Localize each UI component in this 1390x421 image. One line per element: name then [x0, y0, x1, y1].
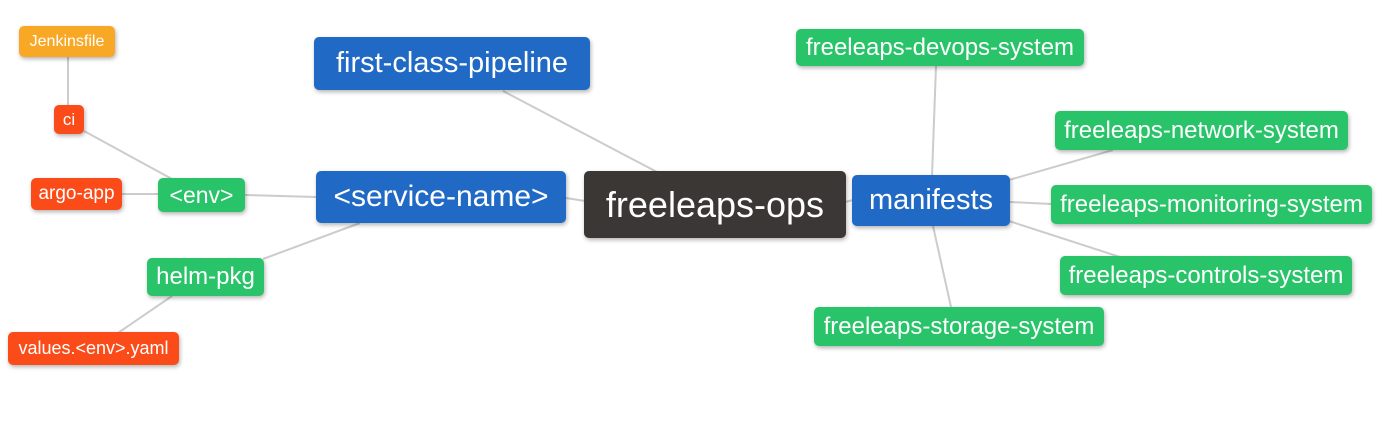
edge-first-class-pipeline-to-freeleaps-ops	[502, 90, 658, 173]
node-freeleaps-ops[interactable]: freeleaps-ops	[584, 171, 846, 238]
edge-manifests-to-controls-system	[1008, 220, 1121, 258]
node-first-class-pipeline[interactable]: first-class-pipeline	[314, 37, 590, 90]
edge-ci-to-env	[83, 130, 173, 180]
edge-env-to-service-name	[244, 194, 317, 198]
node-controls-system[interactable]: freeleaps-controls-system	[1060, 256, 1352, 295]
node-argo-app[interactable]: argo-app	[31, 178, 122, 210]
edge-manifests-to-monitoring-system	[1009, 201, 1052, 205]
edge-manifests-to-devops-system	[931, 65, 937, 177]
node-monitoring-system[interactable]: freeleaps-monitoring-system	[1051, 185, 1372, 224]
node-ci[interactable]: ci	[54, 105, 84, 134]
node-network-system[interactable]: freeleaps-network-system	[1055, 111, 1348, 150]
node-manifests[interactable]: manifests	[852, 175, 1010, 226]
edge-manifests-to-storage-system	[932, 225, 952, 308]
node-env[interactable]: <env>	[158, 178, 245, 212]
edge-service-name-to-freeleaps-ops	[565, 197, 586, 202]
edge-service-name-to-helm-pkg	[262, 222, 361, 260]
node-service-name[interactable]: <service-name>	[316, 171, 566, 223]
node-storage-system[interactable]: freeleaps-storage-system	[814, 307, 1104, 346]
node-jenkinsfile[interactable]: Jenkinsfile	[19, 26, 115, 57]
edge-helm-pkg-to-values-env-yaml	[117, 295, 173, 334]
node-devops-system[interactable]: freeleaps-devops-system	[796, 29, 1084, 66]
node-values-env-yaml[interactable]: values.<env>.yaml	[8, 332, 179, 365]
node-helm-pkg[interactable]: helm-pkg	[147, 258, 264, 296]
edge-manifests-to-network-system	[1008, 149, 1114, 181]
